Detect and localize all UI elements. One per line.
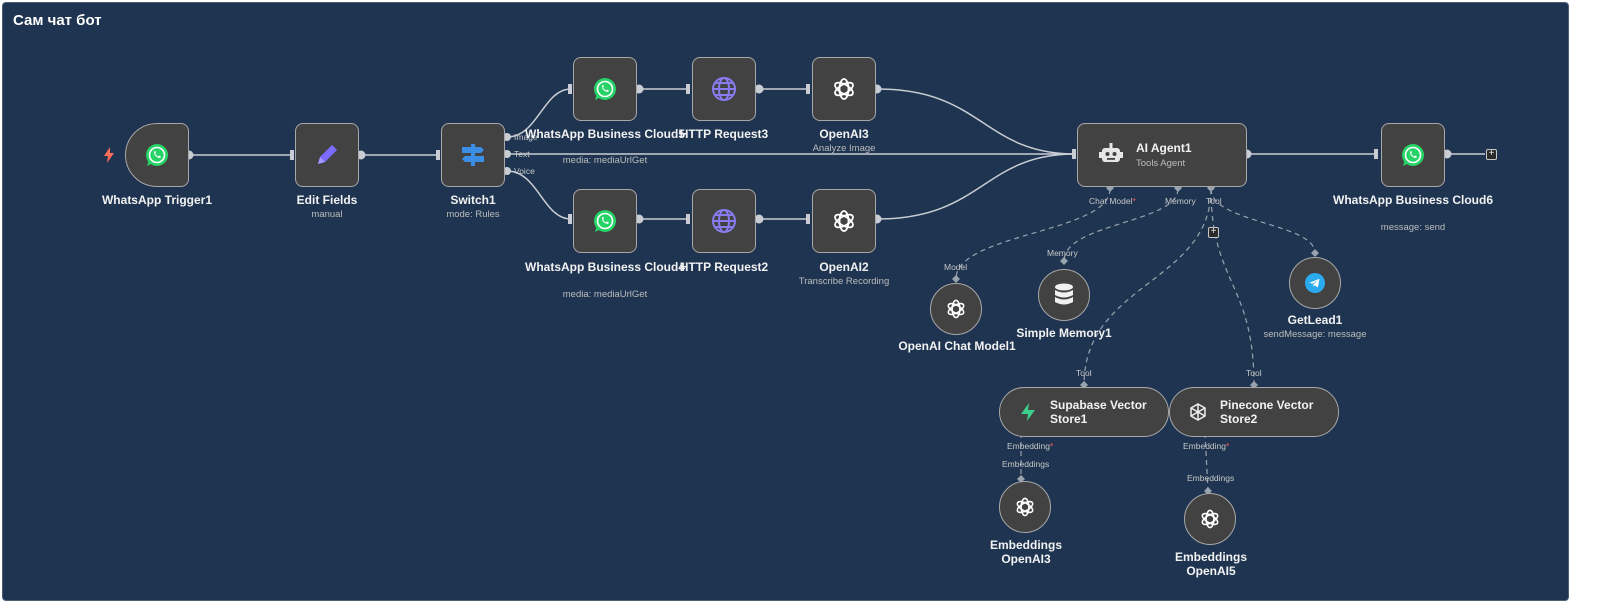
supabase-port-tool: Tool xyxy=(1076,368,1092,378)
sub-whatsapp-cloud6: message: send xyxy=(1380,222,1446,233)
connection-openai2-agent xyxy=(876,153,1076,220)
sub-switch: mode: Rules xyxy=(446,209,500,220)
node-whatsapp-cloud6[interactable] xyxy=(1381,123,1445,187)
node-http-request2[interactable] xyxy=(692,189,756,253)
sub-connection-memory xyxy=(1063,188,1179,262)
switch-icon xyxy=(462,144,484,166)
switch-output-voice: Voice xyxy=(514,166,535,176)
pinecone-icon xyxy=(1190,403,1206,421)
node-openai3[interactable] xyxy=(812,57,876,121)
node-getlead[interactable] xyxy=(1289,257,1341,309)
memory-port-label: Memory xyxy=(1047,248,1078,258)
label-whatsapp-cloud4: WhatsApp Business Cloud4 xyxy=(525,260,686,274)
label-whatsapp-trigger: WhatsApp Trigger1 xyxy=(101,193,212,207)
telegram-icon xyxy=(1305,273,1325,293)
label-embeddings-openai5: Embeddings OpenAI5 xyxy=(1174,550,1247,578)
pencil-icon xyxy=(318,145,337,164)
sub-getlead: sendMessage: message xyxy=(1263,329,1367,340)
label-ai-agent: AI Agent1 xyxy=(1136,141,1192,155)
node-pinecone-vector-store[interactable]: Pinecone Vector Store2 xyxy=(1169,387,1339,437)
node-simple-memory[interactable] xyxy=(1038,269,1090,321)
label-edit-fields: Edit Fields xyxy=(296,193,358,207)
label-http-request2: HTTP Request2 xyxy=(679,260,769,274)
label-whatsapp-cloud5: WhatsApp Business Cloud5 xyxy=(525,127,686,141)
whatsapp-icon xyxy=(594,78,616,100)
openai-icon xyxy=(1201,509,1219,529)
label-switch: Switch1 xyxy=(450,193,496,207)
node-switch[interactable] xyxy=(441,123,505,187)
label-openai-chat-model: OpenAI Chat Model1 xyxy=(898,339,1016,353)
globe-icon xyxy=(712,209,736,233)
workflow-title: Сам чат бот xyxy=(13,12,102,29)
whatsapp-icon xyxy=(146,144,168,166)
globe-icon xyxy=(712,77,736,101)
sub-connection-chatmodel xyxy=(955,188,1111,280)
label-pinecone-vector-store: Pinecone Vector Store2 xyxy=(1220,398,1314,426)
label-openai3: OpenAI3 xyxy=(819,127,869,141)
node-embeddings-openai3[interactable] xyxy=(999,481,1051,533)
sub-ai-agent: Tools Agent xyxy=(1136,158,1186,169)
node-http-request3[interactable] xyxy=(692,57,756,121)
node-openai2[interactable] xyxy=(812,189,876,253)
openai-icon xyxy=(834,210,854,232)
openai-icon xyxy=(834,78,854,100)
supabase-port-embedding: Embedding* xyxy=(1007,441,1054,451)
emb5-port-label: Embeddings xyxy=(1187,473,1235,483)
whatsapp-icon xyxy=(594,210,616,232)
sub-connection-emb5 xyxy=(1204,432,1209,492)
node-edit-fields[interactable] xyxy=(295,123,359,187)
pinecone-port-tool: Tool xyxy=(1246,368,1262,378)
label-whatsapp-cloud6: WhatsApp Business Cloud6 xyxy=(1333,193,1494,207)
openai-icon xyxy=(947,299,965,319)
label-getlead: GetLead1 xyxy=(1287,313,1343,327)
node-supabase-vector-store[interactable]: Supabase Vector Store1 xyxy=(999,387,1169,437)
sub-openai3: Analyze Image xyxy=(812,143,876,154)
connection-switch-voice-wa4 xyxy=(506,170,572,220)
agent-port-tool: Tool xyxy=(1206,196,1222,206)
switch-output-image: Image xyxy=(514,132,538,142)
node-whatsapp-cloud4[interactable] xyxy=(573,189,637,253)
agent-port-chat-model: Chat Model* xyxy=(1089,196,1136,206)
node-whatsapp-trigger[interactable] xyxy=(125,123,189,187)
connection-switch-image-wa5 xyxy=(506,88,572,138)
emb3-port-label: Embeddings xyxy=(1002,459,1050,469)
label-http-request3: HTTP Request3 xyxy=(679,127,769,141)
supabase-icon xyxy=(1021,403,1035,421)
database-icon xyxy=(1055,283,1073,305)
node-ai-agent[interactable]: AI Agent1 Tools Agent xyxy=(1077,123,1247,187)
node-embeddings-openai5[interactable] xyxy=(1184,493,1236,545)
node-openai-chat-model[interactable] xyxy=(930,283,982,335)
sub-edit-fields: manual xyxy=(311,209,343,220)
agent-port-memory: Memory xyxy=(1165,196,1196,206)
trigger-bolt-icon xyxy=(104,147,114,163)
workflow-canvas[interactable]: Сам чат бот xyxy=(2,2,1569,601)
switch-output-text: Text xyxy=(514,149,530,159)
sub-connection-pinecone xyxy=(1210,188,1255,386)
diamond-memory xyxy=(1060,257,1068,265)
sub-connection-getlead xyxy=(1210,188,1316,254)
connection-openai3-agent xyxy=(876,88,1076,155)
diamond-chatmodel xyxy=(952,275,960,283)
add-node-plus-icon[interactable]: + xyxy=(1486,149,1497,160)
diamond-getlead xyxy=(1311,249,1319,257)
pinecone-port-embedding: Embedding* xyxy=(1183,441,1230,451)
node-whatsapp-cloud5[interactable] xyxy=(573,57,637,121)
label-supabase-vector-store: Supabase Vector Store1 xyxy=(1050,398,1147,426)
whatsapp-icon xyxy=(1402,144,1424,166)
sub-connection-supabase xyxy=(1083,188,1212,386)
chatmodel-port-label: Model xyxy=(944,262,968,272)
add-tool-plus-icon[interactable]: + xyxy=(1208,227,1219,238)
label-simple-memory: Simple Memory1 xyxy=(1016,326,1112,340)
sub-openai2: Transcribe Recording xyxy=(798,276,890,287)
label-embeddings-openai3: Embeddings OpenAI3 xyxy=(989,538,1062,566)
label-openai2: OpenAI2 xyxy=(819,260,869,274)
openai-icon xyxy=(1016,497,1034,517)
sub-whatsapp-cloud4: media: mediaUrlGet xyxy=(562,289,648,300)
robot-icon xyxy=(1099,143,1123,162)
sub-whatsapp-cloud5: media: mediaUrlGet xyxy=(562,155,648,166)
